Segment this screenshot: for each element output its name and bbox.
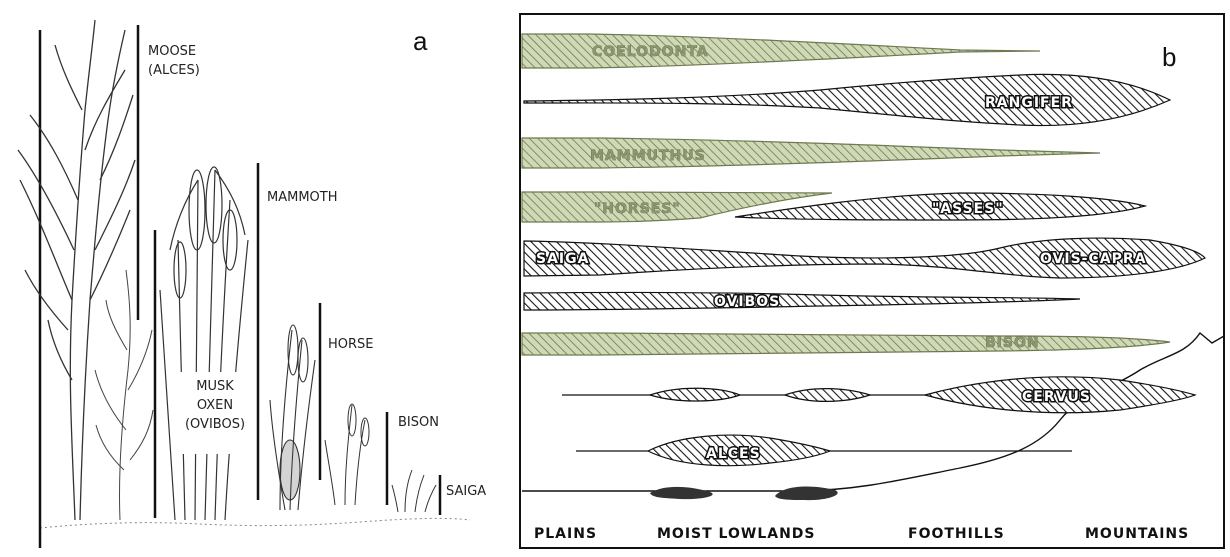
- panel-b: b COELODONTA RANGIFER MAMMUTHUS "HORSES" "AS…: [520, 14, 1224, 548]
- habitat-plains: PLAINS: [534, 526, 597, 542]
- label-horse: HORSE: [328, 337, 374, 352]
- species-label-cervus: CERVUS: [1022, 389, 1091, 405]
- species-label-bison: BISON: [985, 335, 1040, 351]
- species-label-alces: ALCES: [706, 446, 761, 462]
- ground-line: [40, 518, 470, 528]
- species-label-ovis-capra: OVIS-CAPRA: [1040, 251, 1146, 267]
- habitat-foothills: FOOTHILLS: [908, 526, 1005, 542]
- habitat-mountains: MOUNTAINS: [1085, 526, 1189, 542]
- wetland-patch-2: [775, 486, 838, 500]
- species-distributions: COELODONTA RANGIFER MAMMUTHUS "HORSES" "ASSE…: [522, 34, 1205, 466]
- label-saiga: SAIGA: [446, 484, 486, 499]
- willow-shrub-drawing: [18, 20, 135, 520]
- species-label-ovibos: OVIBOS: [714, 294, 780, 310]
- habitat-moist-lowlands: MOIST LOWLANDS: [657, 526, 816, 542]
- panel-a: a: [18, 20, 486, 548]
- panel-a-label: a: [413, 26, 428, 56]
- species-label-coelodonta: COELODONTA: [592, 44, 709, 60]
- medium-grass-drawing: [270, 325, 315, 510]
- label-moose: MOOSE(ALCES): [148, 44, 200, 78]
- species-label-mammuthus: MAMMUTHUS: [590, 148, 706, 164]
- species-label-rangifer: RANGIFER: [985, 95, 1073, 111]
- species-label-horses: "HORSES": [594, 201, 681, 217]
- panel-b-label: b: [1162, 42, 1176, 72]
- label-bison: BISON: [398, 415, 439, 430]
- tall-grass-drawing: [160, 167, 248, 520]
- label-mammoth: MAMMOTH: [267, 190, 338, 205]
- species-label-asses: "ASSES": [932, 201, 1004, 217]
- wetland-patch-1: [650, 487, 713, 499]
- tiny-grass-drawing: [392, 470, 436, 512]
- short-grass-drawing: [325, 404, 369, 505]
- species-label-saiga: SAIGA: [536, 251, 589, 267]
- range-shape-rangifer: [524, 74, 1170, 125]
- range-shape-bison: [522, 333, 1170, 355]
- range-shape-ovibos: [524, 292, 1080, 310]
- terrain-profile: [522, 333, 1224, 491]
- small-shrub-drawing: [95, 270, 153, 520]
